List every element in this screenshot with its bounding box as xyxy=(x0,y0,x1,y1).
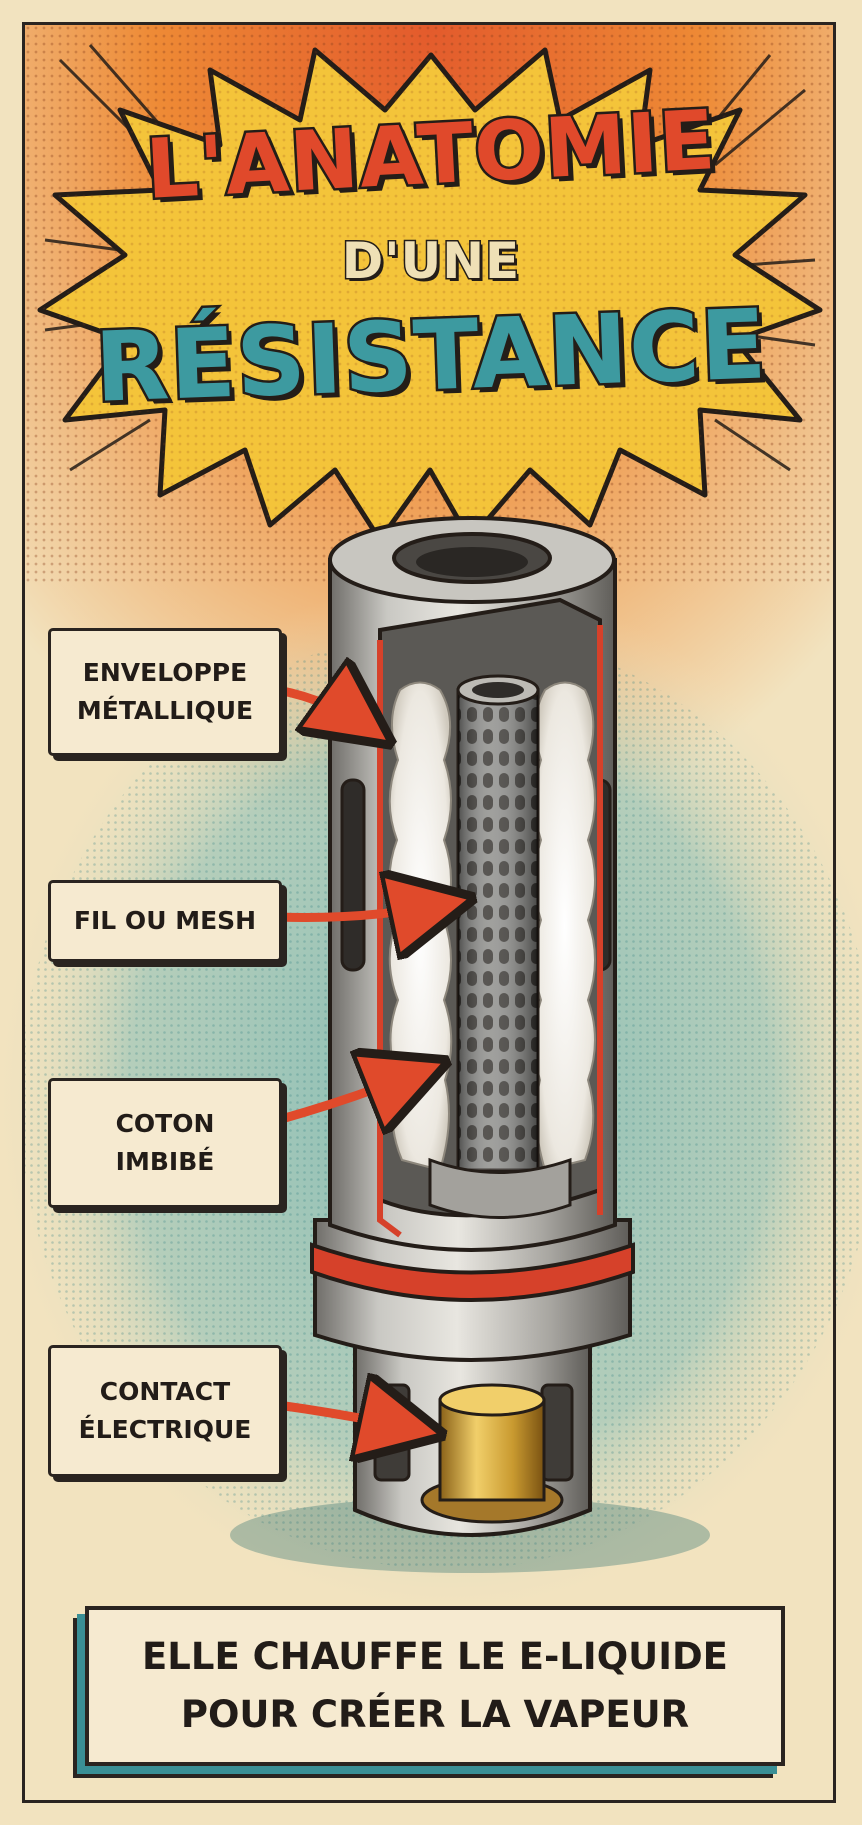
mesh-tube-shading xyxy=(458,690,538,1170)
arrow-contact xyxy=(273,1405,420,1430)
cotton-right xyxy=(533,681,596,1172)
coil-base-slot-right xyxy=(540,1383,574,1482)
cutaway-red-edge xyxy=(377,640,402,1238)
callout-arrows xyxy=(273,690,450,1430)
mesh-tube-opening xyxy=(472,682,524,698)
body-window-left xyxy=(340,778,366,972)
o-ring xyxy=(310,1242,635,1302)
coil-top-opening-inner xyxy=(416,547,528,577)
title-line-2: D'UNE xyxy=(340,231,521,292)
cotton-left xyxy=(388,681,453,1172)
label-text: ENVELOPPE xyxy=(82,658,248,687)
brass-contact-top xyxy=(438,1383,546,1417)
coil-base-slot-left xyxy=(373,1383,411,1482)
label-text: CONTACT xyxy=(99,1377,231,1406)
bottom-caption: ELLE CHAUFFE LE E-LIQUIDE POUR CRÉER LA … xyxy=(85,1606,785,1766)
label-text: COTON xyxy=(115,1109,215,1138)
caption-line-2: POUR CRÉER LA VAPEUR xyxy=(180,1693,690,1736)
label-coton-imbibe: COTON IMBIBÉ xyxy=(48,1078,282,1208)
caption-line-1: ELLE CHAUFFE LE E-LIQUIDE xyxy=(142,1635,728,1678)
title-starburst-halftone xyxy=(40,50,820,540)
label-enveloppe-metallique: ENVELOPPE MÉTALLIQUE xyxy=(48,628,282,756)
coil-drawing xyxy=(310,516,635,1537)
label-text: IMBIBÉ xyxy=(115,1147,215,1176)
label-text: ÉLECTRIQUE xyxy=(78,1415,252,1444)
arrow-coton xyxy=(273,1070,425,1120)
arrow-enveloppe xyxy=(273,690,372,730)
brass-contact-pin xyxy=(438,1398,546,1502)
inner-ring xyxy=(428,1157,572,1219)
label-contact-electrique: CONTACT ÉLECTRIQUE xyxy=(48,1345,282,1477)
label-fil-ou-mesh: FIL OU MESH xyxy=(48,880,282,962)
label-text: FIL OU MESH xyxy=(73,906,257,935)
arrow-mesh xyxy=(273,903,450,917)
label-text: MÉTALLIQUE xyxy=(76,696,254,725)
